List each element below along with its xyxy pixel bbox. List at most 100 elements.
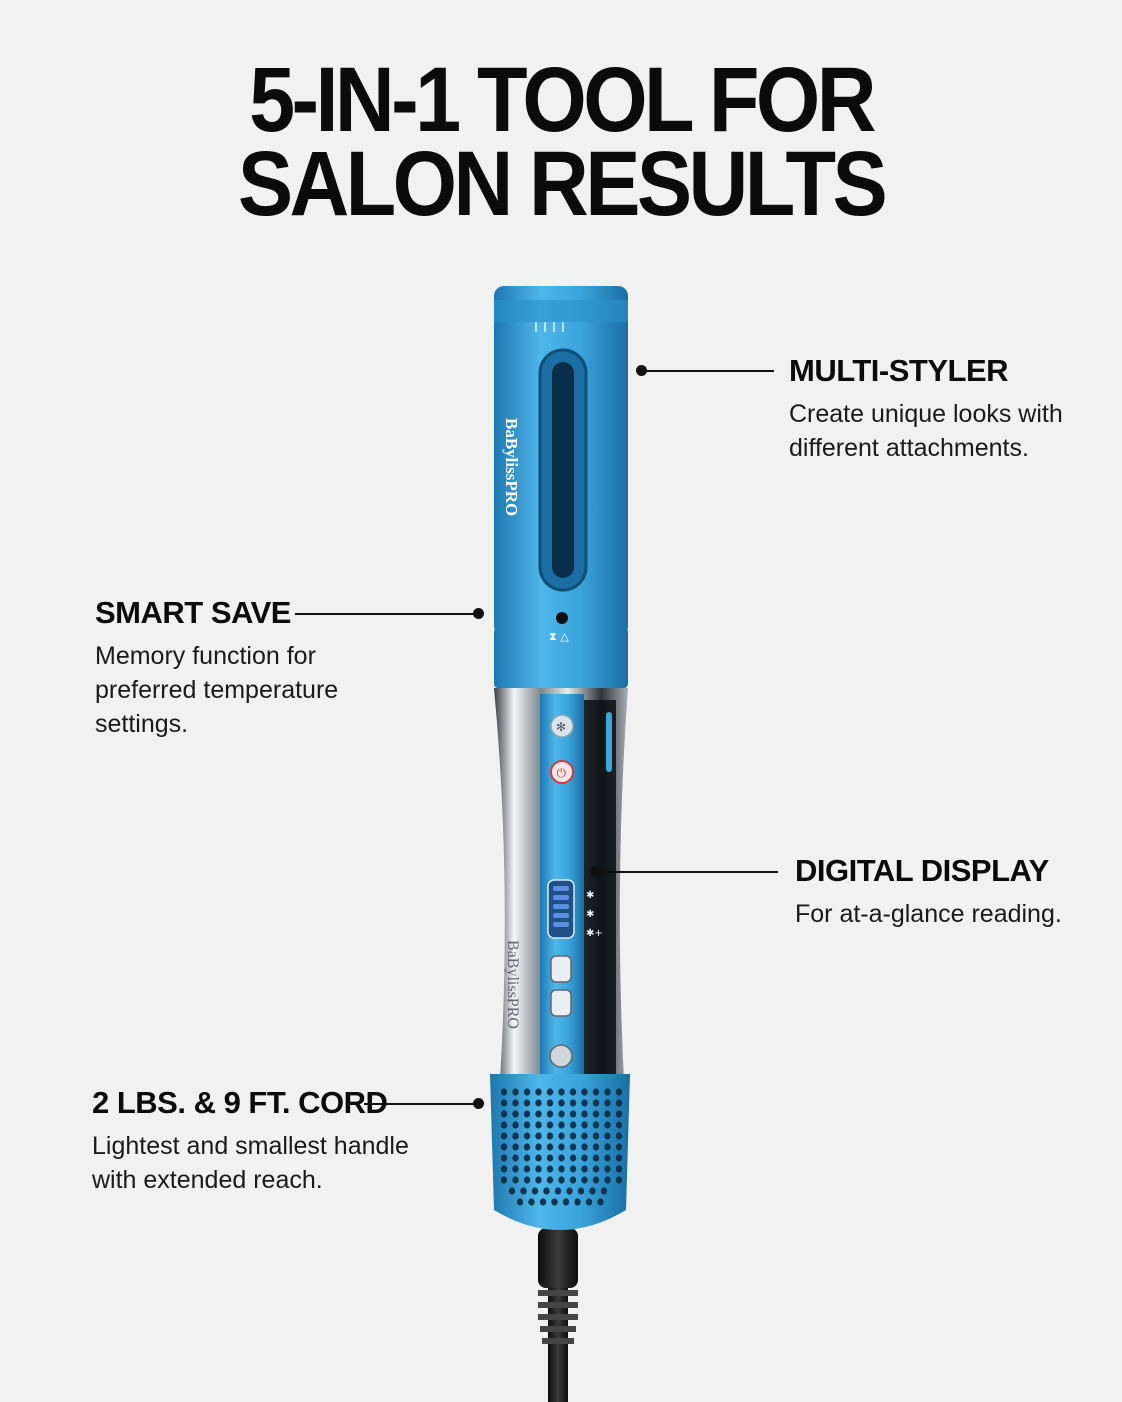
vent-hole [523, 1099, 531, 1107]
vent-hole [535, 1099, 542, 1107]
headline-line-2: SALON RESULTS [237, 133, 888, 235]
vent-hole [615, 1088, 623, 1096]
feature-description: Memory function for preferred temperatur… [95, 642, 339, 738]
vent-hole [543, 1187, 550, 1195]
vent-hole [569, 1154, 577, 1162]
brand-top: BaBylissPRO [502, 418, 521, 516]
vent-hole [546, 1154, 554, 1162]
vent-hole [500, 1121, 508, 1129]
vent-hole [604, 1088, 611, 1096]
vent-hole [500, 1099, 508, 1107]
vent-hole [546, 1088, 554, 1096]
vent-hole [523, 1143, 531, 1151]
vent-hole [508, 1187, 516, 1195]
vent-hole [535, 1121, 542, 1129]
vent-hole [615, 1176, 623, 1184]
vent-hole [581, 1110, 588, 1118]
vent-hole [581, 1176, 588, 1184]
vent-hole [546, 1121, 554, 1129]
vent-hole [562, 1198, 570, 1206]
vent-hole [592, 1154, 600, 1162]
vent-hole [535, 1132, 542, 1140]
vent-hole [546, 1176, 554, 1184]
cord-strain-relief [538, 1228, 578, 1344]
bottom-vent [490, 1074, 630, 1230]
vent-hole [523, 1088, 531, 1096]
vent-hole [523, 1121, 531, 1129]
vent-hole [604, 1132, 611, 1140]
vent-hole [554, 1187, 562, 1195]
vent-hole [577, 1187, 585, 1195]
vent-hole [589, 1187, 596, 1195]
vent-hole [523, 1165, 531, 1173]
vent-hole [615, 1154, 623, 1162]
vent-hole [500, 1154, 508, 1162]
vent-hole [569, 1110, 577, 1118]
feature-description: For at-a-glance reading. [795, 900, 1062, 928]
vent-hole [520, 1187, 527, 1195]
vent-hole [500, 1088, 508, 1096]
vent-hole [604, 1121, 611, 1129]
vent-hole [604, 1154, 611, 1162]
vent-hole [569, 1121, 577, 1129]
vent-hole [535, 1110, 542, 1118]
vent-hole [592, 1176, 600, 1184]
vent-hole [535, 1154, 542, 1162]
vent-hole [512, 1176, 519, 1184]
vent-hole [585, 1198, 593, 1206]
vent-hole [581, 1099, 588, 1107]
vent-hole [592, 1143, 600, 1151]
vent-hole [597, 1198, 604, 1206]
vent-hole [569, 1099, 577, 1107]
vent-hole [574, 1198, 581, 1206]
vent-hole [500, 1143, 508, 1151]
vent-hole [535, 1143, 542, 1151]
vent-hole [546, 1143, 554, 1151]
vent-hole [535, 1165, 542, 1173]
vent-hole [516, 1198, 524, 1206]
cord-leader-dot [473, 1098, 484, 1109]
vent-hole [535, 1088, 542, 1096]
vent-hole [558, 1165, 565, 1173]
vent-hole [615, 1165, 623, 1173]
vent-hole [531, 1187, 539, 1195]
feature-smart-save: SMART SAVE Memory function for preferred… [95, 595, 338, 741]
multi-styler-leader [642, 370, 774, 372]
vent-hole [546, 1099, 554, 1107]
vent-hole [581, 1154, 588, 1162]
speed-button [549, 1044, 573, 1068]
vent-hole [512, 1121, 519, 1129]
vent-hole [500, 1110, 508, 1118]
vent-hole [551, 1198, 558, 1206]
vent-hole [581, 1121, 588, 1129]
svg-text:✱+: ✱+ [586, 928, 603, 939]
vent-hole [512, 1132, 519, 1140]
vent-hole [558, 1110, 565, 1118]
vent-hole [500, 1132, 508, 1140]
feature-title: 2 LBS. & 9 FT. CORD [92, 1085, 388, 1120]
vent-hole [581, 1088, 588, 1096]
vent-hole [604, 1143, 611, 1151]
digital-display-leader [596, 871, 778, 873]
vent-hole [566, 1187, 573, 1195]
vent-hole [558, 1176, 565, 1184]
vent-hole [546, 1132, 554, 1140]
smart-save-leader-dot [473, 608, 484, 619]
vent-hole [535, 1176, 542, 1184]
vent-hole [512, 1099, 519, 1107]
vent-hole [500, 1176, 508, 1184]
vent-hole [569, 1165, 577, 1173]
vent-hole [615, 1121, 623, 1129]
feature-title: DIGITAL DISPLAY [795, 853, 1049, 888]
vent-hole [528, 1198, 535, 1206]
vent-hole [592, 1165, 600, 1173]
temp-up-button [550, 955, 572, 983]
vent-hole [569, 1176, 577, 1184]
vent-hole [615, 1143, 623, 1151]
smart-save-dot [556, 612, 568, 624]
vent-hole [604, 1165, 611, 1173]
svg-text:⏻: ⏻ [557, 766, 567, 780]
vent-hole [600, 1187, 608, 1195]
svg-text:✻: ✻ [556, 720, 566, 734]
vent-hole [546, 1165, 554, 1173]
